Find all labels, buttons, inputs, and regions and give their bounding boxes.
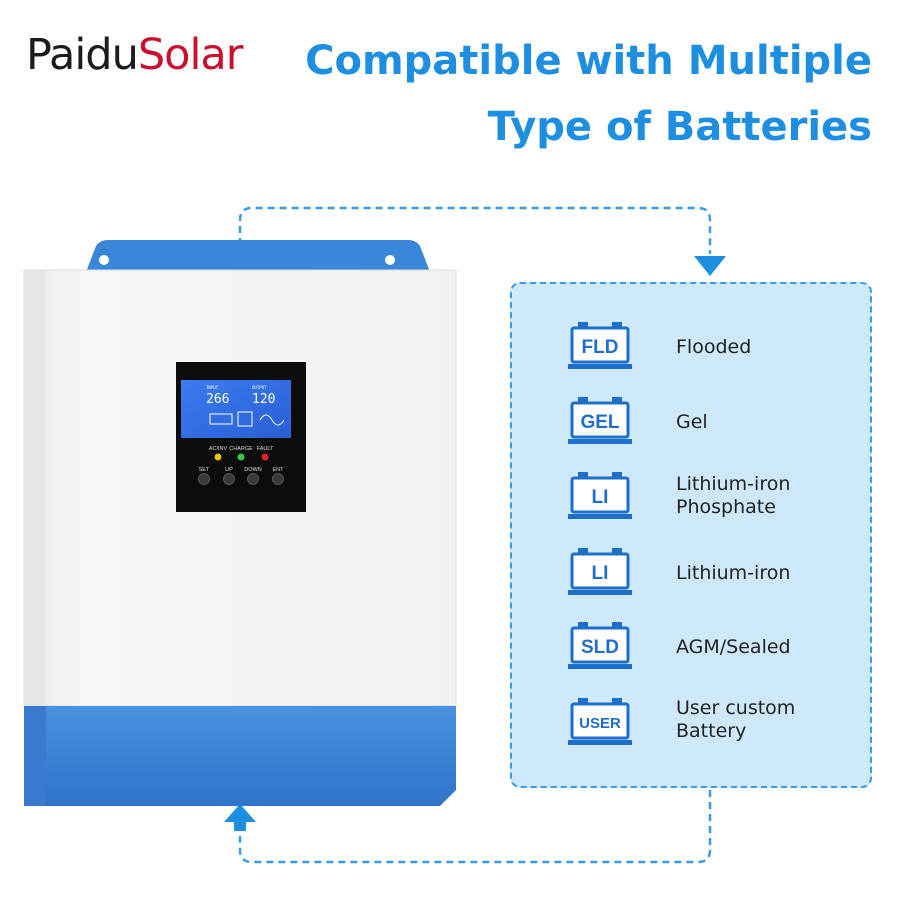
lcd-left-label: INPUT bbox=[206, 385, 219, 390]
headline-line1: Compatible with Multiple bbox=[305, 38, 872, 84]
battery-code: GEL bbox=[580, 412, 619, 433]
brand-logo: PaiduSolar bbox=[26, 30, 244, 80]
up-arrow-icon bbox=[224, 804, 256, 822]
lcd-left-value: 266 bbox=[206, 392, 229, 407]
battery-item-lifepo4: LI Lithium-iron Phosphate bbox=[512, 470, 870, 536]
battery-label-line: Flooded bbox=[676, 336, 752, 358]
device-side-edge bbox=[24, 270, 46, 706]
mounting-bracket bbox=[86, 240, 430, 272]
bracket-hole-left bbox=[99, 255, 109, 265]
down-button[interactable] bbox=[247, 473, 259, 485]
led-acinv bbox=[214, 453, 222, 461]
battery-item-user-custom: USER User custom Battery bbox=[512, 696, 870, 762]
bracket-hole-right bbox=[385, 255, 395, 265]
headline: Compatible with Multiple Type of Batteri… bbox=[305, 28, 872, 160]
battery-label: Flooded bbox=[676, 336, 751, 359]
battery-li-icon: LI bbox=[568, 548, 632, 595]
battery-code: SLD bbox=[581, 637, 619, 658]
battery-li-icon: LI bbox=[568, 472, 632, 519]
button-label-down: DOWN bbox=[244, 467, 261, 473]
battery-label: Gel bbox=[676, 411, 708, 434]
battery-label-line: User custom bbox=[676, 697, 796, 719]
battery-user-icon: USER bbox=[568, 698, 632, 745]
lcd-battery-icon bbox=[209, 413, 233, 425]
battery-label-line: Phosphate bbox=[676, 496, 776, 518]
battery-label-line: Gel bbox=[676, 411, 708, 433]
device-base-side bbox=[24, 706, 46, 806]
indicator-label-acinv: AC/INV bbox=[209, 446, 228, 452]
battery-gel-icon: GEL bbox=[568, 397, 632, 444]
battery-item-agm-sealed: SLD AGM/Sealed bbox=[512, 620, 870, 686]
battery-fld-icon: FLD bbox=[568, 322, 632, 369]
button-label-set: SET bbox=[199, 467, 210, 473]
battery-label-line: Lithium-iron bbox=[676, 562, 791, 584]
brand-name-part2: Solar bbox=[137, 30, 244, 80]
battery-types-panel: FLD Flooded GEL Gel LI Lithium-iron Phos… bbox=[510, 282, 872, 788]
set-button[interactable] bbox=[198, 473, 210, 485]
battery-code: FLD bbox=[582, 337, 619, 358]
lcd-right-value: 120 bbox=[252, 392, 275, 407]
battery-item-flooded: FLD Flooded bbox=[512, 320, 870, 386]
indicator-label-charge: CHARGE bbox=[229, 446, 253, 452]
led-fault bbox=[261, 453, 269, 461]
battery-label: Lithium-iron bbox=[676, 562, 790, 585]
battery-label-line: Battery bbox=[676, 720, 747, 742]
battery-sld-icon: SLD bbox=[568, 622, 632, 669]
up-arrow-stem bbox=[234, 821, 246, 831]
battery-label: AGM/Sealed bbox=[676, 636, 791, 659]
button-label-up: UP bbox=[225, 467, 233, 473]
down-arrow-icon bbox=[694, 256, 726, 276]
battery-code: USER bbox=[579, 715, 621, 732]
lcd-screen bbox=[181, 380, 291, 438]
battery-label: Lithium-iron Phosphate bbox=[676, 473, 790, 519]
battery-code: LI bbox=[592, 563, 609, 584]
brand-name-part1: Paidu bbox=[26, 30, 139, 80]
button-label-ent: ENT bbox=[273, 467, 285, 473]
lcd-wave-icon bbox=[259, 414, 285, 426]
indicator-label-fault: FAULT bbox=[257, 446, 274, 452]
battery-label-line: AGM/Sealed bbox=[676, 636, 791, 658]
lcd-right-label: OUTPUT bbox=[252, 385, 267, 390]
device-base bbox=[24, 706, 456, 806]
led-charge bbox=[237, 453, 245, 461]
battery-code: LI bbox=[592, 487, 609, 508]
battery-label: User custom Battery bbox=[676, 697, 795, 743]
up-button[interactable] bbox=[223, 473, 235, 485]
top-connector-line bbox=[238, 206, 712, 254]
bottom-connector-line bbox=[238, 790, 712, 864]
ent-button[interactable] bbox=[272, 473, 284, 485]
battery-label-line: Lithium-iron bbox=[676, 473, 791, 495]
battery-item-lithium-iron: LI Lithium-iron bbox=[512, 546, 870, 612]
battery-item-gel: GEL Gel bbox=[512, 395, 870, 461]
headline-line2: Type of Batteries bbox=[487, 104, 872, 150]
lcd-grid-icon bbox=[237, 411, 253, 427]
